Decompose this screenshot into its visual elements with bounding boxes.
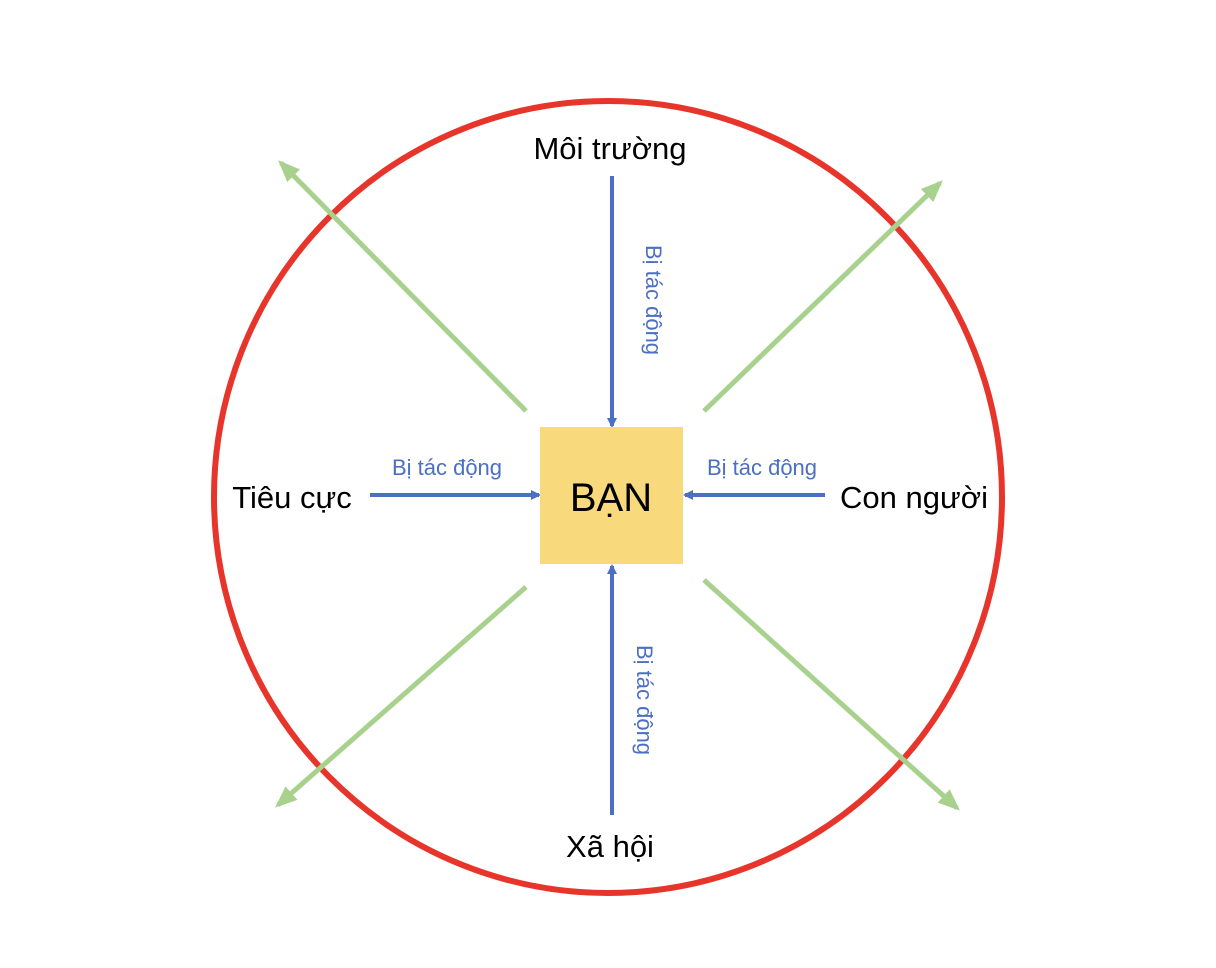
edge-label-left: Bị tác động (392, 455, 502, 480)
outward-arrow-top-right (702, 180, 943, 413)
outward-arrow-bottom-left (274, 585, 528, 808)
node-label-left: Tiêu cực (232, 480, 352, 515)
boundary-circle (211, 98, 1005, 896)
edge-label-bottom: Bị tác động (632, 645, 657, 755)
center-box (540, 427, 683, 564)
outward-arrow-bottom-right (702, 578, 960, 811)
node-label-bottom: Xã hội (566, 829, 654, 864)
node-label-right: Con người (840, 480, 988, 515)
center-label: BẠN (570, 476, 652, 520)
edge-label-top: Bị tác động (641, 245, 666, 355)
edge-label-right: Bị tác động (707, 455, 817, 480)
node-label-top: Môi trường (533, 131, 686, 166)
outward-arrow-top-left (278, 160, 528, 413)
